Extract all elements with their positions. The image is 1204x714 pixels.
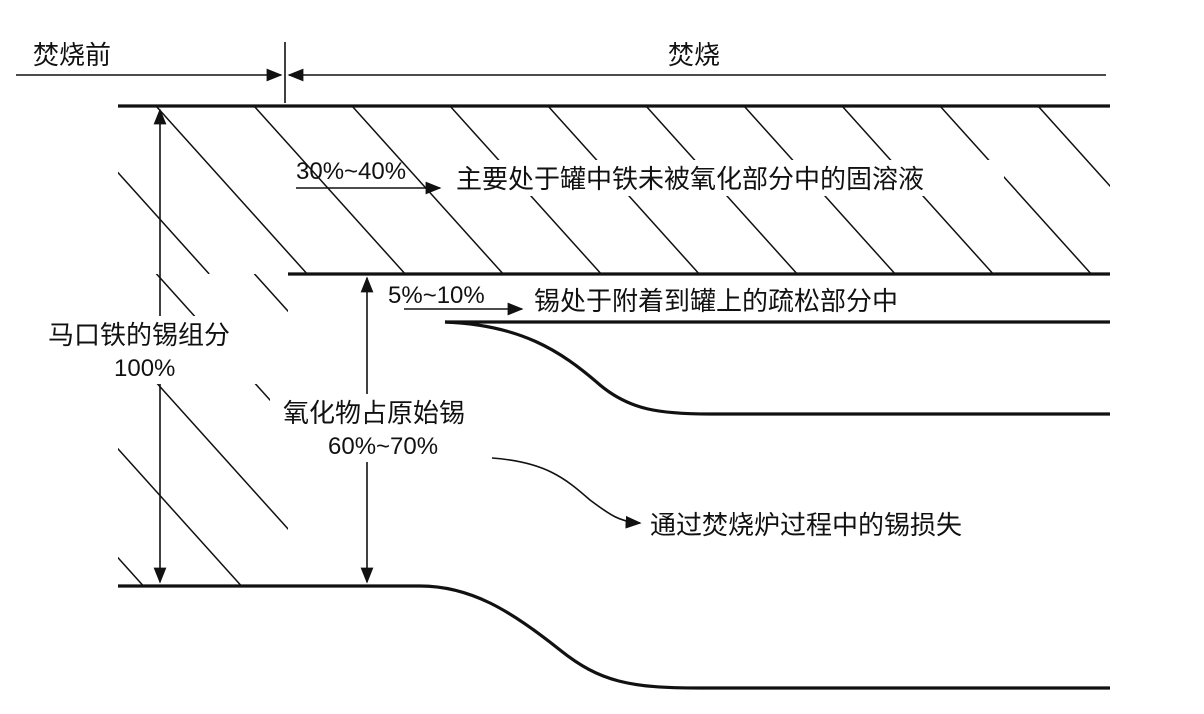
oxide-annotation: 氧化物占原始锡 60%~70% <box>270 394 506 462</box>
oxide-label: 氧化物占原始锡 <box>283 399 465 429</box>
total-label-bg <box>38 316 274 384</box>
oxide-percent: 60%~70% <box>328 433 438 460</box>
solid-solution-label-bg <box>452 160 1004 196</box>
timeline-header: 焚烧前 焚烧 <box>16 41 1106 103</box>
total-label: 马口铁的锡组分 <box>48 321 230 351</box>
hatch-line <box>939 106 1092 274</box>
oxide-label-bg <box>270 394 506 462</box>
loose-part-description: 锡处于附着到罐上的疏松部分中 <box>534 287 898 317</box>
bottom-boundary-curve <box>118 584 1110 690</box>
solid-solution-percent: 30%~40% <box>296 158 406 185</box>
total-annotation: 马口铁的锡组分 100% <box>38 316 274 384</box>
solid-solution-annotation: 30%~40% 主要处于罐中铁未被氧化部分中的固溶液 <box>296 158 1004 196</box>
during-label: 焚烧 <box>668 41 720 71</box>
loss-boundary-curve <box>444 320 1110 416</box>
loss-curved-arrow <box>491 457 642 529</box>
total-percent: 100% <box>114 355 175 382</box>
loss-description: 通过焚烧炉过程中的锡损失 <box>650 511 962 541</box>
solid-solution-description: 主要处于罐中铁未被氧化部分中的固溶液 <box>456 165 924 195</box>
before-label: 焚烧前 <box>33 41 111 71</box>
loss-annotation: 通过焚烧炉过程中的锡损失 <box>491 457 962 541</box>
hatch-line <box>118 171 210 274</box>
hatch-line <box>1037 106 1110 188</box>
hatch-line <box>0 106 111 274</box>
hatch-line <box>118 274 242 586</box>
hatch-line <box>253 106 406 274</box>
hatch-line <box>155 106 308 274</box>
hatch-line <box>249 274 288 586</box>
loose-part-annotation: 5%~10% 锡处于附着到罐上的疏松部分中 <box>388 282 898 317</box>
loose-part-percent: 5%~10% <box>388 282 485 309</box>
